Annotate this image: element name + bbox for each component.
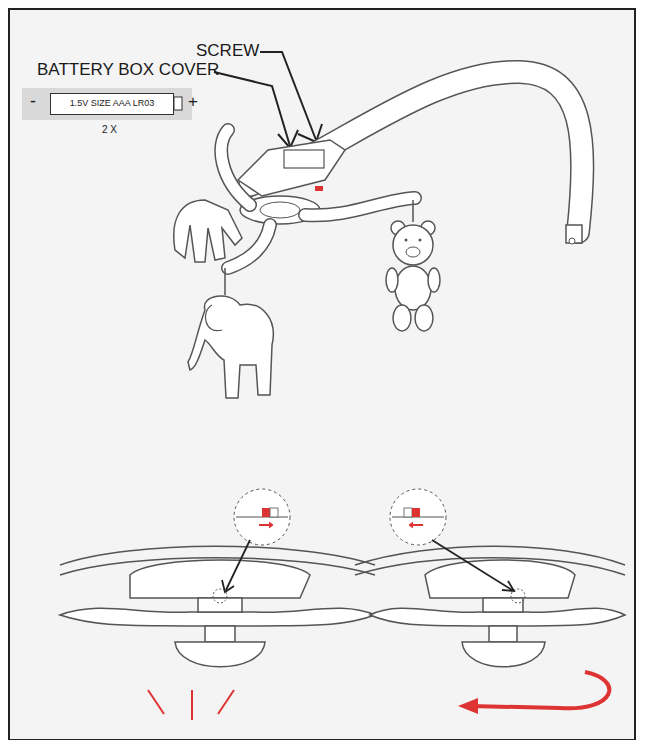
battery-symbol: 1.5V SIZE AAA LR03 xyxy=(50,93,174,115)
part-label: BATTERY BOX COVER xyxy=(37,61,219,80)
polarity-mark: - xyxy=(30,92,36,112)
quantity-label: 2 X xyxy=(102,124,117,135)
polarity-mark: + xyxy=(188,93,198,112)
battery-label: 1.5V SIZE AAA LR03 xyxy=(70,99,155,109)
switch-view-on xyxy=(60,489,375,720)
switch-view-off xyxy=(355,489,625,714)
part-label: SCREW xyxy=(196,42,259,61)
